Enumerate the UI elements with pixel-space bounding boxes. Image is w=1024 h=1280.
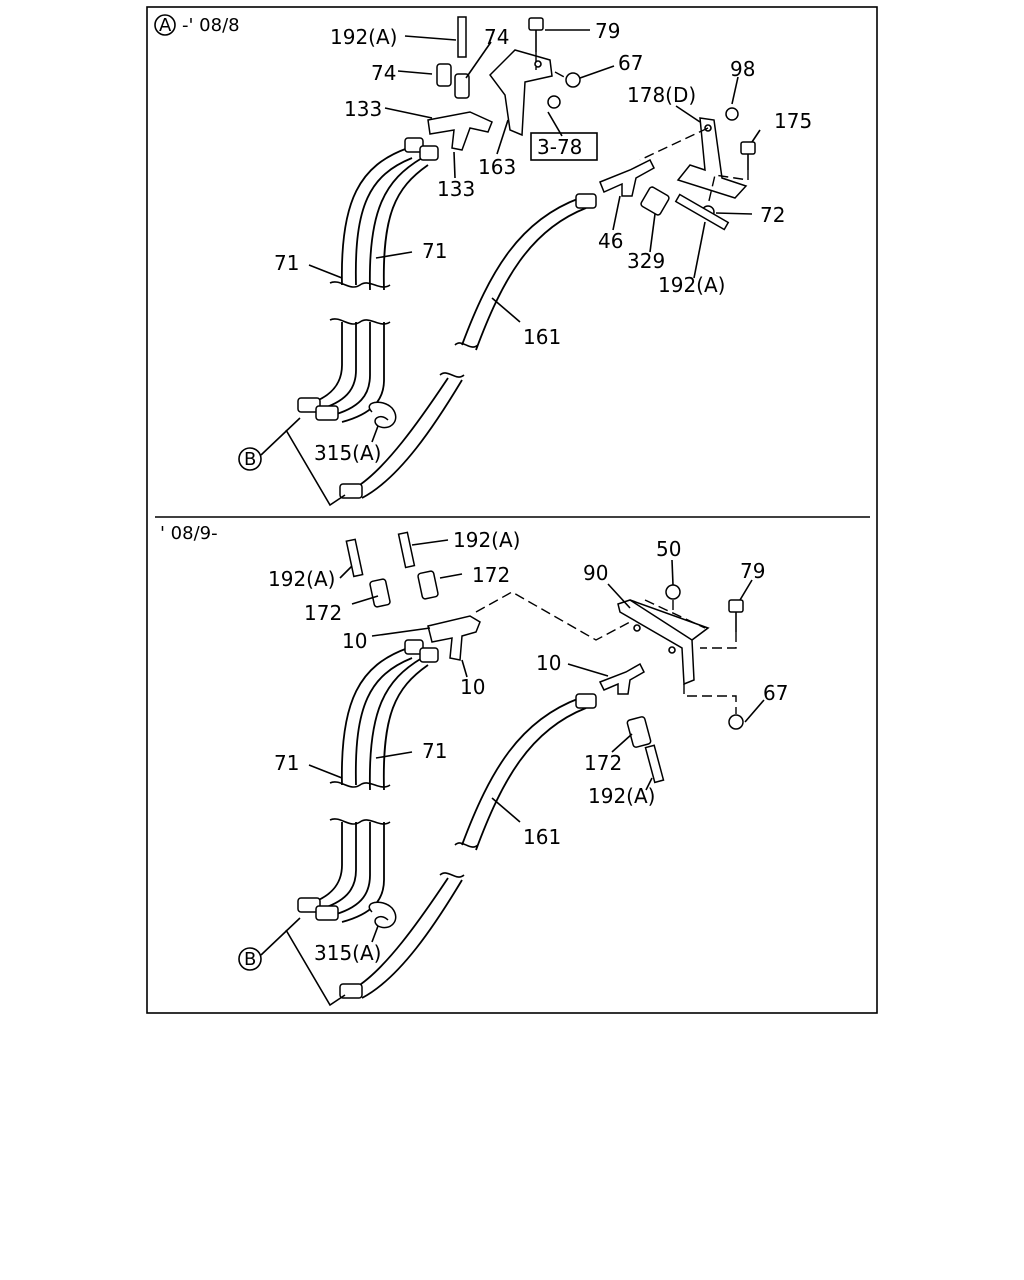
top-header-text: -' 08/8	[182, 15, 240, 36]
pin-192a-right	[674, 193, 730, 231]
label-175: 175	[774, 109, 812, 133]
spacer-329	[640, 186, 670, 216]
tee-fitting-10-right	[598, 662, 645, 695]
marker-b-letter-bottom: B	[244, 949, 256, 970]
tee-fitting-46	[599, 158, 655, 197]
label-133-a: 133	[344, 97, 382, 121]
pin-192a	[457, 16, 467, 58]
label-161: 161	[523, 325, 561, 349]
nut-98	[725, 107, 739, 121]
nut-67	[565, 72, 581, 88]
tee-fitting-10	[427, 615, 481, 661]
hose-161-upper	[461, 197, 581, 346]
label-72: 72	[760, 203, 785, 227]
label-10-c: 10	[460, 675, 485, 699]
bracket-163	[489, 49, 553, 137]
label-192a-right: 192(A)	[658, 273, 725, 297]
hose-161-lower-inner	[361, 379, 463, 499]
header-marker-circle	[154, 14, 176, 36]
spacer-74-a	[436, 63, 452, 87]
label-71-b-bottom: 71	[422, 739, 447, 763]
label-90: 90	[583, 561, 608, 585]
bolt-79	[528, 17, 544, 31]
label-192a-bottom: 192(A)	[588, 784, 655, 808]
label-79: 79	[595, 19, 620, 43]
hose-71-right-upper	[368, 157, 423, 291]
washer-3-78	[547, 95, 561, 109]
label-79-bottom: 79	[740, 559, 765, 583]
label-192a-top: 192(A)	[453, 528, 520, 552]
label-172-left: 172	[304, 601, 342, 625]
label-74-a: 74	[484, 25, 509, 49]
label-98: 98	[730, 57, 755, 81]
pin-192a-mid	[397, 531, 416, 569]
nut-67-bottom	[728, 714, 744, 730]
hose-71-lower-c	[329, 322, 371, 417]
bottom-panel: ' 08/9- B	[160, 523, 788, 1007]
pin-192a-left	[345, 538, 364, 578]
label-178d: 178(D)	[627, 83, 696, 107]
bolt-175	[740, 141, 756, 155]
hose-71-lower-a	[304, 322, 343, 406]
label-46: 46	[598, 229, 623, 253]
label-329: 329	[627, 249, 665, 273]
diagram-frame	[146, 6, 878, 1014]
top-panel: A -' 08/8 B	[154, 14, 812, 507]
label-3-78: 3-78	[537, 135, 582, 159]
label-192a-left: 192(A)	[268, 567, 335, 591]
label-71-a: 71	[274, 251, 299, 275]
spacer-74-b	[454, 73, 470, 99]
label-192a: 192(A)	[330, 25, 397, 49]
label-10-a: 10	[342, 629, 367, 653]
clamp-315a-bottom	[368, 901, 397, 929]
tee-fitting-133	[427, 111, 493, 151]
hose-161-lower	[354, 377, 449, 489]
label-172-mid: 172	[472, 563, 510, 587]
hose-71-left-upper-inner	[354, 157, 413, 286]
bottom-header-text: ' 08/9-	[160, 523, 218, 544]
bracket-90	[617, 599, 695, 686]
label-163: 163	[478, 155, 516, 179]
hose-71-left-upper	[341, 147, 409, 286]
ref-box-3-78	[530, 132, 598, 161]
label-74-b: 74	[371, 61, 396, 85]
label-50: 50	[656, 537, 681, 561]
spacer-172-right	[626, 716, 652, 748]
label-315a-bottom: 315(A)	[314, 941, 381, 965]
label-67: 67	[618, 51, 643, 75]
spacer-172-mid	[417, 570, 439, 600]
marker-b-letter: B	[244, 449, 256, 470]
nut-50	[665, 584, 681, 600]
marker-b-circle-bottom	[238, 947, 262, 971]
clamp-315a	[368, 401, 397, 429]
label-10-b: 10	[536, 651, 561, 675]
header-marker-letter: A	[159, 15, 172, 36]
label-172-right: 172	[584, 751, 622, 775]
marker-b-circle	[238, 447, 262, 471]
label-67-bottom: 67	[763, 681, 788, 705]
hose-161-upper-inner	[475, 207, 587, 351]
bolt-79-bottom	[728, 599, 744, 613]
label-71-b: 71	[422, 239, 447, 263]
label-161-bottom: 161	[523, 825, 561, 849]
label-133-b: 133	[437, 177, 475, 201]
hose-71-right-upper-inner	[382, 164, 429, 291]
pin-192a-right-bottom	[644, 744, 665, 784]
bracket-178d	[676, 117, 748, 199]
label-71-a-bottom: 71	[274, 751, 299, 775]
spacer-172-left	[369, 578, 391, 608]
label-315a: 315(A)	[314, 441, 381, 465]
